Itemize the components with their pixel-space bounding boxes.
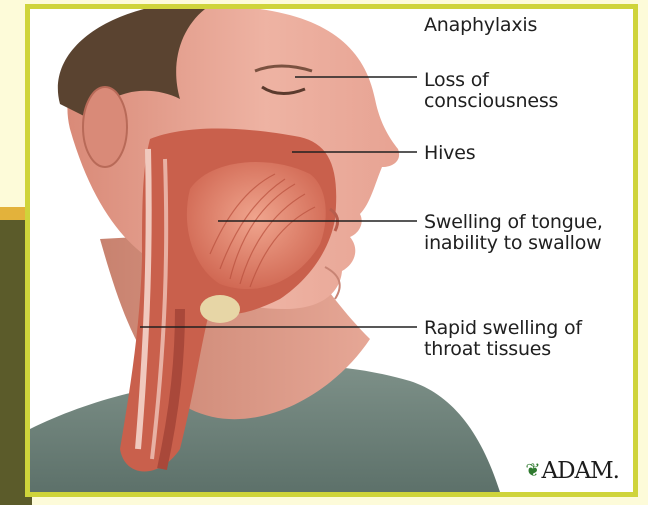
label-loss-of-consciousness: Loss of consciousness bbox=[424, 70, 558, 112]
label-hives: Hives bbox=[424, 143, 475, 164]
label-throat-swelling: Rapid swelling of throat tissues bbox=[424, 318, 582, 360]
label-tongue-swelling: Swelling of tongue, inability to swallow bbox=[424, 212, 603, 254]
adam-logo: ❦ADAM. bbox=[525, 458, 619, 484]
leaf-logo-icon: ❦ bbox=[525, 460, 539, 481]
brand-text: ADAM. bbox=[541, 458, 619, 484]
epiglottis-shape bbox=[200, 295, 240, 323]
diagram-title: Anaphylaxis bbox=[424, 15, 537, 36]
figure-frame: Anaphylaxis Loss of consciousness Hives … bbox=[25, 4, 638, 497]
ear-shape bbox=[83, 87, 127, 167]
